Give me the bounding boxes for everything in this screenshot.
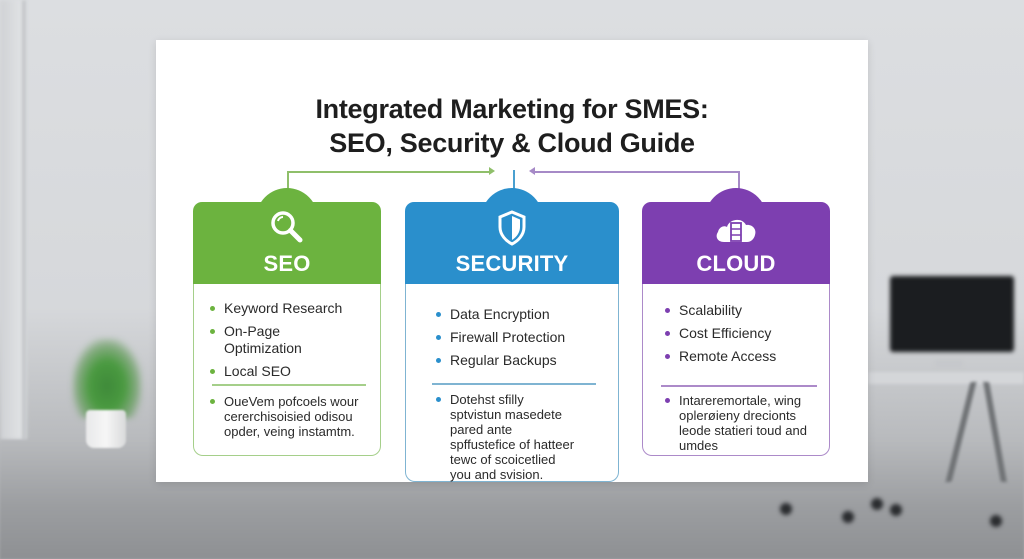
connector-seo-line — [287, 171, 492, 173]
arrow-right-icon — [489, 167, 495, 175]
card-seo-body: Keyword Research On-Page Optimization Lo… — [193, 284, 381, 456]
list-item: Data Encryption — [436, 306, 616, 323]
title-line-1: Integrated Marketing for SMES: — [315, 94, 709, 124]
list-item: Keyword Research — [210, 300, 370, 317]
infographic-title: Integrated Marketing for SMES: SEO, Secu… — [156, 92, 868, 160]
title-line-2: SEO, Security & Cloud Guide — [329, 128, 695, 158]
background-wall — [0, 0, 26, 440]
list-item: Cost Efficiency — [665, 325, 825, 342]
cloud-list: Scalability Cost Efficiency Remote Acces… — [665, 302, 825, 371]
list-item: Regular Backups — [436, 352, 616, 369]
bullet-icon — [436, 335, 441, 340]
card-security-body: Data Encryption Firewall Protection Regu… — [405, 284, 619, 482]
connector-seo-drop — [287, 171, 289, 203]
bullet-icon — [210, 306, 215, 311]
bullet-icon — [665, 331, 670, 336]
seo-list: Keyword Research On-Page Optimization Lo… — [210, 300, 370, 386]
seo-note: OueVem pofcoels wour cererchisoisied odi… — [210, 394, 376, 439]
list-item: Scalability — [665, 302, 825, 319]
chair-caster — [871, 498, 883, 510]
cloud-server-icon — [716, 219, 756, 242]
bullet-icon — [665, 354, 670, 359]
plant-leaves — [72, 338, 142, 418]
security-list: Data Encryption Firewall Protection Regu… — [436, 306, 616, 375]
infographic-panel: Integrated Marketing for SMES: SEO, Secu… — [156, 40, 868, 482]
bullet-icon — [436, 397, 441, 402]
card-security-label: SECURITY — [455, 251, 569, 276]
list-item: Remote Access — [665, 348, 825, 365]
list-item: On-Page Optimization — [210, 323, 320, 357]
connector-cloud-line — [534, 171, 739, 173]
security-note: Dotehst sfilly sptvistun masedete pared … — [436, 392, 576, 482]
cloud-note: Intareremortale, wing oplerøieny drecion… — [665, 393, 815, 453]
background-wall-edge — [22, 0, 26, 450]
bullet-icon — [665, 398, 670, 403]
shield-icon — [498, 210, 526, 246]
bullet-icon — [665, 308, 670, 313]
bullet-icon — [210, 369, 215, 374]
bullet-icon — [210, 399, 215, 404]
list-item: Firewall Protection — [436, 329, 616, 346]
card-security-header: SECURITY — [405, 202, 619, 284]
bullet-icon — [436, 358, 441, 363]
bullet-icon — [210, 329, 215, 334]
card-cloud-header: CLOUD — [642, 202, 830, 284]
divider — [661, 385, 817, 387]
card-cloud-label: CLOUD — [696, 251, 776, 276]
chair-caster — [780, 503, 792, 515]
arrow-left-icon — [529, 167, 535, 175]
chair-caster — [890, 504, 902, 516]
bullet-icon — [436, 312, 441, 317]
background-monitor — [890, 276, 1014, 352]
monitor-stand — [935, 360, 963, 368]
card-cloud-body: Scalability Cost Efficiency Remote Acces… — [642, 284, 830, 456]
plant-pot — [86, 410, 126, 448]
divider — [432, 383, 596, 385]
magnifying-glass-icon — [271, 211, 303, 243]
card-seo-header: SEO — [193, 202, 381, 284]
divider — [212, 384, 366, 386]
card-seo-label: SEO — [263, 251, 311, 276]
chair-caster — [842, 511, 854, 523]
list-item: Local SEO — [210, 363, 370, 380]
background-desk — [868, 372, 1024, 384]
chair-caster — [990, 515, 1002, 527]
